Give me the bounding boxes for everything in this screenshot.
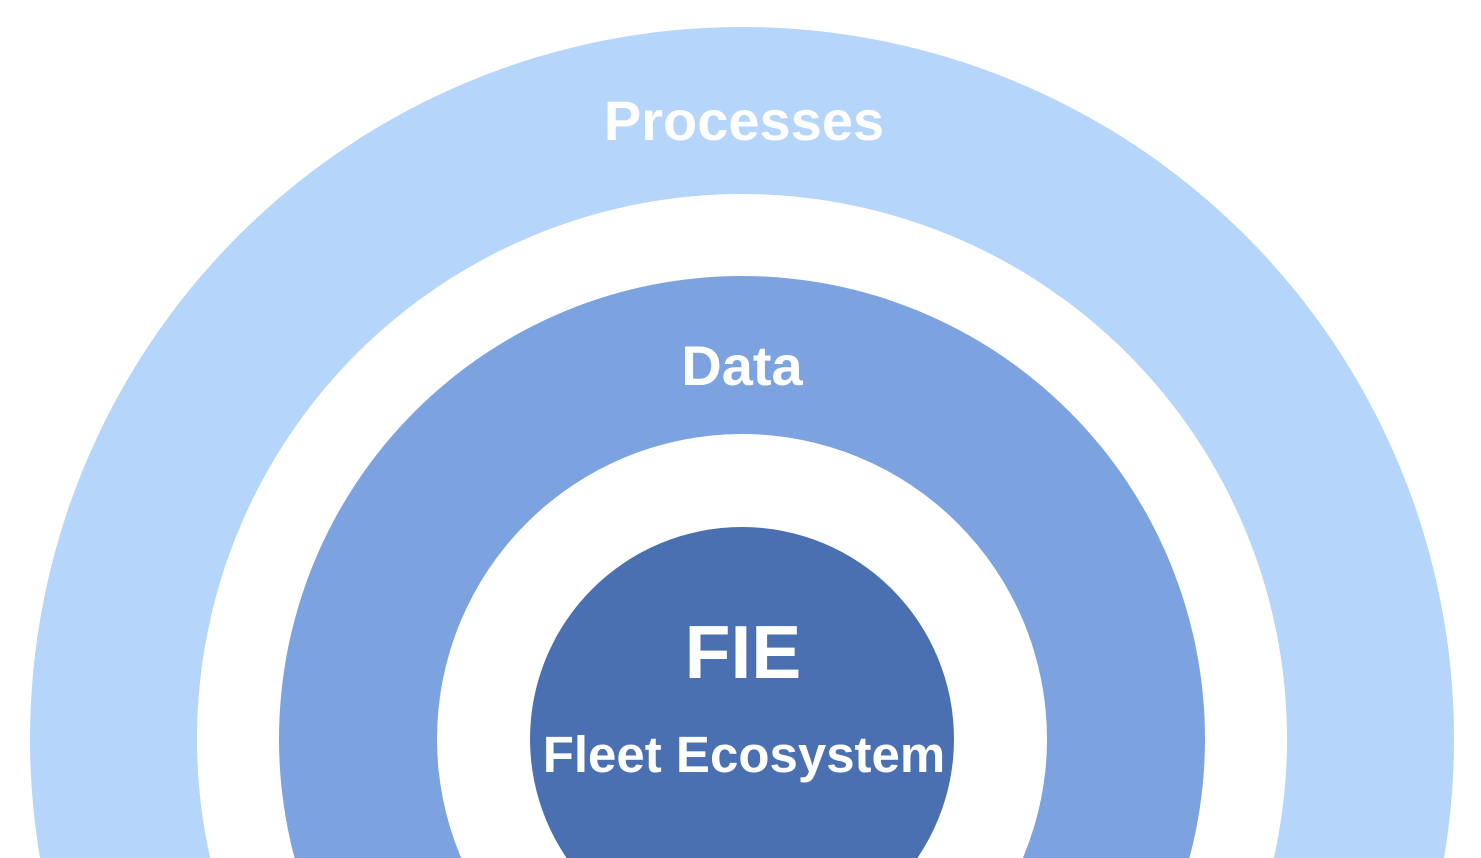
core-sublabel-fleet-ecosystem: Fleet Ecosystem (543, 726, 946, 783)
ring-label-processes: Processes (604, 89, 884, 152)
ring-label-data: Data (681, 334, 803, 397)
core-circle-fie (530, 527, 954, 858)
core-label-fie: FIE (685, 610, 802, 694)
